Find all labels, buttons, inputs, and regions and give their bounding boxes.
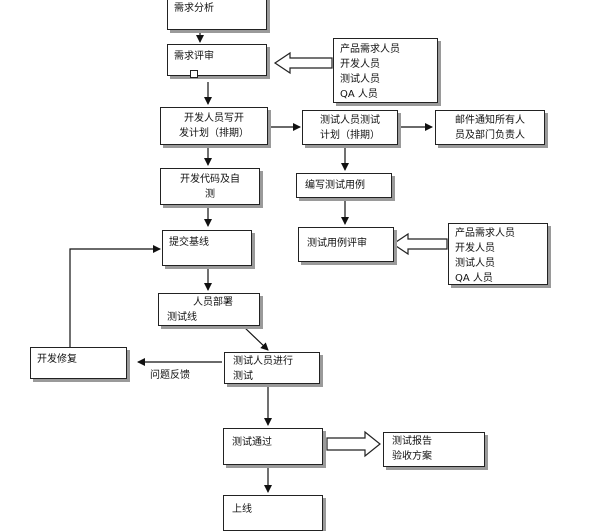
box-dev-plan: 开发人员写开 发计划（排期） (160, 107, 268, 145)
box-text: 上线 (232, 504, 252, 515)
box-test-plan: 测试人员测试 计划（排期） (302, 110, 398, 145)
hollow-arrow-roles-to-review (273, 51, 333, 75)
role-line: 产品需求人员 (340, 44, 400, 55)
box-test-report: 测试报告 验收方案 (383, 432, 485, 467)
box-text: 开发人员写开 (184, 113, 244, 124)
hollow-arrow-roles-to-casereview (391, 232, 448, 256)
arrow-deploy-to-tester (242, 325, 269, 351)
box-text: 编写测试用例 (305, 180, 365, 191)
hollow-arrow-pass-to-report (326, 430, 381, 458)
box-text: 测 (205, 189, 215, 200)
box-go-live: 上线 (223, 495, 323, 531)
box-email-notify: 邮件通知所有人 员及部门负责人 (435, 110, 545, 145)
box-review-roles-1: 产品需求人员 开发人员 测试人员 QA 人员 (333, 38, 438, 103)
box-text: 测试通过 (232, 437, 272, 448)
box-text: 测试 (233, 371, 253, 382)
box-test-case-review: 测试用例评审 (298, 227, 394, 262)
box-text: 测试报告 (392, 436, 432, 447)
box-text: 测试人员进行 (233, 356, 293, 367)
box-text: 开发代码及自 (180, 174, 240, 185)
box-text: 测试人员测试 (320, 115, 380, 126)
box-text: 需求分析 (174, 3, 214, 14)
box-write-test-cases: 编写测试用例 (296, 173, 392, 198)
box-text: 计划（排期） (320, 130, 380, 141)
box-submit-baseline: 提交基线 (162, 230, 252, 266)
box-dev-code: 开发代码及自 测 (160, 168, 260, 205)
role-line: 测试人员 (455, 258, 495, 269)
box-text: 提交基线 (169, 237, 209, 248)
box-text: 测试用例评审 (307, 238, 367, 249)
box-text: 人员部署 (193, 297, 233, 308)
box-text: 员及部门负责人 (455, 130, 525, 141)
label-issue-feedback: 问题反馈 (150, 370, 190, 381)
role-line: QA 人员 (340, 89, 378, 100)
box-deploy-test-line: 人员部署 测试线 (158, 293, 260, 326)
role-line: 开发人员 (455, 243, 495, 254)
box-text: 开发修复 (37, 354, 77, 365)
box-test-passed: 测试通过 (223, 428, 323, 465)
box-text: 发计划（排期） (179, 128, 249, 139)
role-line: 开发人员 (340, 59, 380, 70)
box-requirement-analysis: 需求分析 (167, 0, 267, 30)
box-review-roles-2: 产品需求人员 开发人员 测试人员 QA 人员 (448, 223, 548, 285)
box-text: 需求评审 (174, 51, 214, 62)
small-square-marker (190, 70, 198, 78)
box-tester-testing: 测试人员进行 测试 (224, 352, 320, 384)
arrow-fix-to-baseline (69, 245, 161, 347)
box-text: 验收方案 (392, 451, 432, 462)
box-requirement-review: 需求评审 (167, 44, 267, 76)
role-line: 测试人员 (340, 74, 380, 85)
box-text: 邮件通知所有人 (455, 115, 525, 126)
box-text: 测试线 (167, 312, 197, 323)
box-dev-fix: 开发修复 (30, 347, 127, 379)
role-line: 产品需求人员 (455, 228, 515, 239)
role-line: QA 人员 (455, 273, 493, 284)
